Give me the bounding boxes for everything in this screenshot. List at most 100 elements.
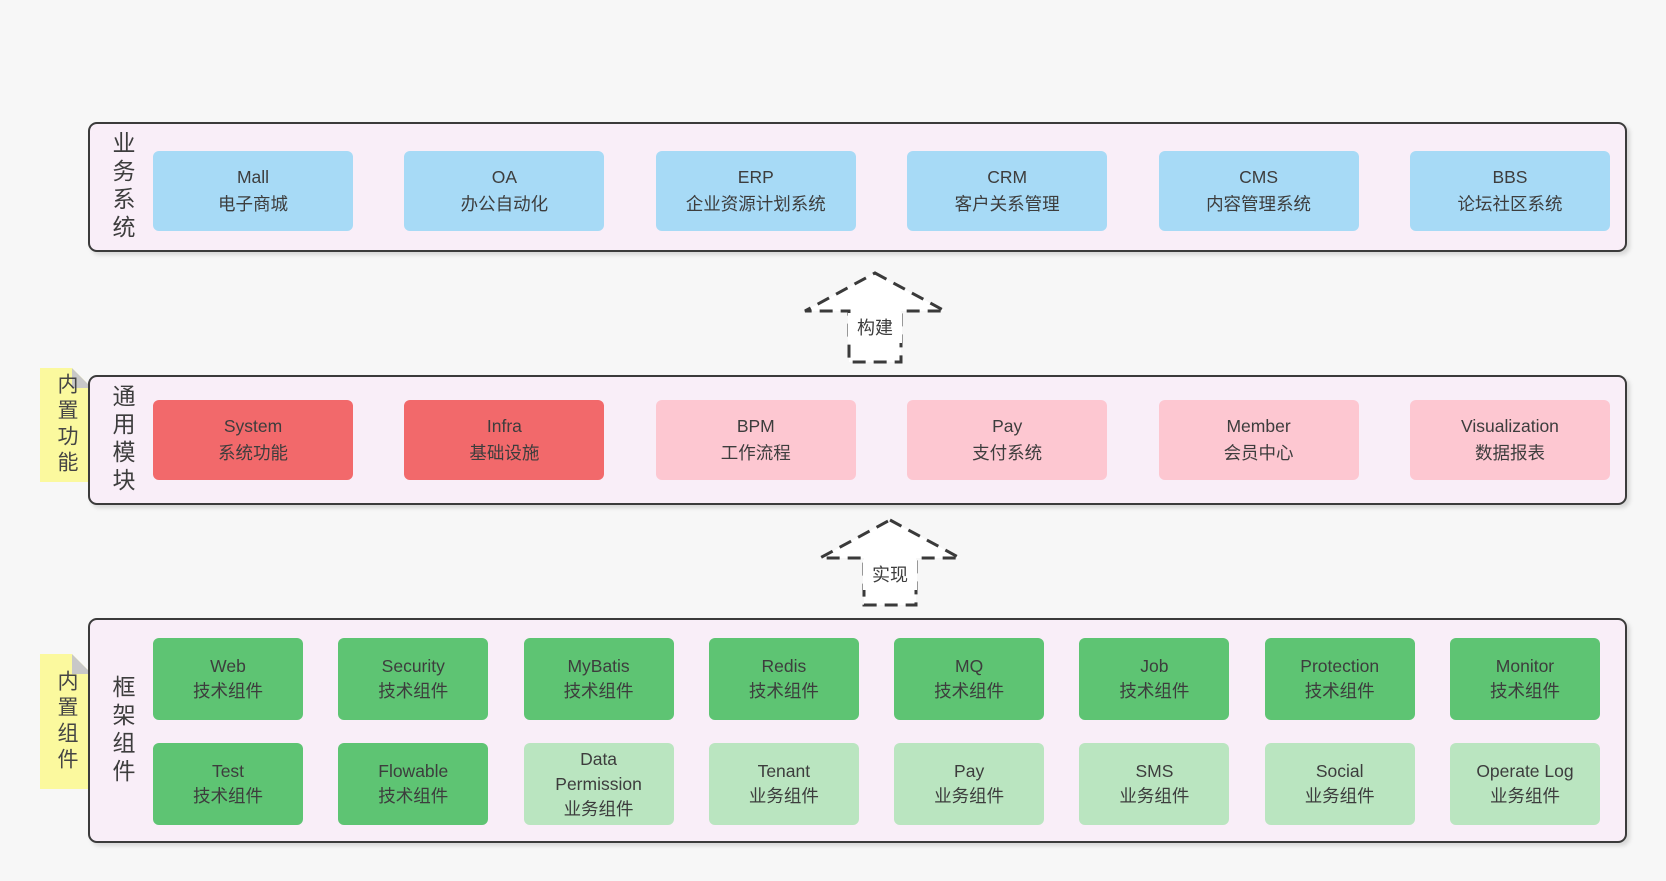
box-desc: 技术组件 [1119, 681, 1190, 701]
box-name: Monitor [1495, 656, 1555, 676]
box-desc: 业务组件 [748, 786, 819, 806]
sticky-note-built-in-components: 内置组件 [40, 654, 92, 789]
box-desc: 技术组件 [934, 681, 1005, 701]
box-pay-module: Pay 支付系统 [907, 400, 1108, 480]
box-system: System 系统功能 [153, 400, 353, 480]
box-monitor: Monitor 技术组件 [1449, 638, 1600, 720]
box-mall: Mall 电子商城 [153, 151, 353, 231]
box-name: Visualization [1460, 416, 1559, 436]
framework-components-row-1: Web 技术组件 Security 技术组件 MyBatis 技术组件 Redi… [153, 638, 1600, 720]
box-desc: 系统功能 [218, 443, 288, 463]
box-operate-log: Operate Log 业务组件 [1449, 743, 1600, 825]
layer-label: 框架组件 [109, 674, 135, 787]
layer-label: 通用模块 [109, 384, 135, 496]
layer-business-systems: 业务系统 Mall 电子商城 OA 办公自动化 ERP 企业资源计划系统 CRM… [88, 122, 1627, 252]
box-name: Pay [992, 416, 1023, 436]
box-name: Tenant [757, 761, 811, 781]
box-web: Web 技术组件 [153, 638, 303, 720]
box-security: Security 技术组件 [338, 638, 489, 720]
box-desc: 业务组件 [1119, 786, 1190, 806]
sticky-note-built-in-features: 内置功能 [40, 368, 92, 482]
box-tenant: Tenant 业务组件 [708, 743, 859, 825]
box-test: Test 技术组件 [153, 743, 303, 825]
box-job: Job 技术组件 [1079, 638, 1230, 720]
box-visualization: Visualization 数据报表 [1409, 400, 1610, 480]
box-name: Job [1140, 656, 1169, 676]
box-social: Social 业务组件 [1264, 743, 1415, 825]
box-pay-component: Pay 业务组件 [894, 743, 1045, 825]
box-name: OA [491, 167, 518, 187]
box-name: Member [1226, 416, 1291, 436]
box-redis: Redis 技术组件 [708, 638, 859, 720]
box-desc: 客户关系管理 [954, 194, 1060, 214]
implement-arrow-icon: 实现 [819, 518, 961, 607]
box-member: Member 会员中心 [1158, 400, 1359, 480]
box-desc: 内容管理系统 [1206, 194, 1312, 214]
box-desc: 支付系统 [972, 443, 1043, 463]
box-desc: 技术组件 [748, 681, 819, 701]
box-mybatis: MyBatis 技术组件 [523, 638, 674, 720]
box-desc: 企业资源计划系统 [685, 194, 826, 214]
box-desc: 业务组件 [1489, 786, 1560, 806]
box-desc: 技术组件 [1489, 681, 1560, 701]
box-infra: Infra 基础设施 [404, 400, 605, 480]
box-name: Data Permission [555, 748, 642, 794]
box-erp: ERP 企业资源计划系统 [655, 151, 856, 231]
box-name: Security [381, 656, 445, 676]
layer-common-modules: 通用模块 System 系统功能 Infra 基础设施 BPM 工作流程 Pay… [88, 375, 1627, 505]
box-name: Social [1315, 761, 1364, 781]
arrow-label-bg [863, 560, 917, 590]
box-name: MQ [955, 656, 984, 676]
box-desc: 技术组件 [378, 681, 449, 701]
box-name: Flowable [378, 761, 449, 781]
sticky-note-label: 内置功能 [55, 373, 78, 477]
common-modules-row: System 系统功能 Infra 基础设施 BPM 工作流程 Pay 支付系统… [153, 400, 1610, 480]
box-bpm: BPM 工作流程 [655, 400, 856, 480]
box-desc: 工作流程 [720, 443, 791, 463]
box-name: Operate Log [1476, 761, 1574, 781]
box-name: Redis [761, 656, 807, 676]
box-desc: 业务组件 [563, 798, 634, 819]
box-name: Mall [236, 167, 270, 187]
box-name: Pay [954, 761, 985, 781]
layer-framework-components: 框架组件 Web 技术组件 Security 技术组件 MyBatis 技术组件… [88, 618, 1627, 843]
box-mq: MQ 技术组件 [894, 638, 1045, 720]
box-desc: 技术组件 [378, 786, 449, 806]
box-name: CRM [987, 167, 1028, 187]
box-name: System [223, 416, 283, 436]
arrow-label: 实现 [872, 565, 908, 585]
box-name: MyBatis [567, 656, 630, 676]
box-name: Protection [1300, 656, 1380, 676]
layer-label: 业务系统 [109, 131, 135, 243]
box-desc: 会员中心 [1223, 443, 1294, 463]
box-name: Test [211, 761, 245, 781]
box-name: BBS [1492, 167, 1528, 187]
sticky-note-label: 内置组件 [55, 669, 78, 774]
box-protection: Protection 技术组件 [1264, 638, 1415, 720]
box-desc: 电子商城 [218, 194, 288, 214]
box-crm: CRM 客户关系管理 [907, 151, 1108, 231]
box-desc: 基础设施 [469, 443, 540, 463]
box-desc: 技术组件 [1304, 681, 1375, 701]
box-flowable: Flowable 技术组件 [338, 743, 489, 825]
box-sms: SMS 业务组件 [1079, 743, 1230, 825]
box-desc: 业务组件 [1304, 786, 1375, 806]
box-cms: CMS 内容管理系统 [1158, 151, 1359, 231]
arrow-label: 构建 [857, 318, 893, 338]
box-desc: 业务组件 [934, 786, 1005, 806]
box-data-permission: Data Permission 业务组件 [523, 743, 674, 825]
box-desc: 论坛社区系统 [1457, 194, 1563, 214]
build-arrow-icon: 构建 [804, 271, 946, 364]
box-name: SMS [1135, 761, 1174, 781]
arrow-label-bg [848, 313, 902, 343]
box-desc: 数据报表 [1474, 443, 1545, 463]
box-name: Infra [486, 416, 522, 436]
box-oa: OA 办公自动化 [404, 151, 605, 231]
box-desc: 技术组件 [563, 681, 634, 701]
box-desc: 技术组件 [193, 786, 263, 806]
box-bbs: BBS 论坛社区系统 [1409, 151, 1610, 231]
box-name: CMS [1239, 167, 1278, 187]
framework-components-row-2: Test 技术组件 Flowable 技术组件 Data Permission … [153, 743, 1600, 825]
box-desc: 办公自动化 [460, 194, 549, 214]
